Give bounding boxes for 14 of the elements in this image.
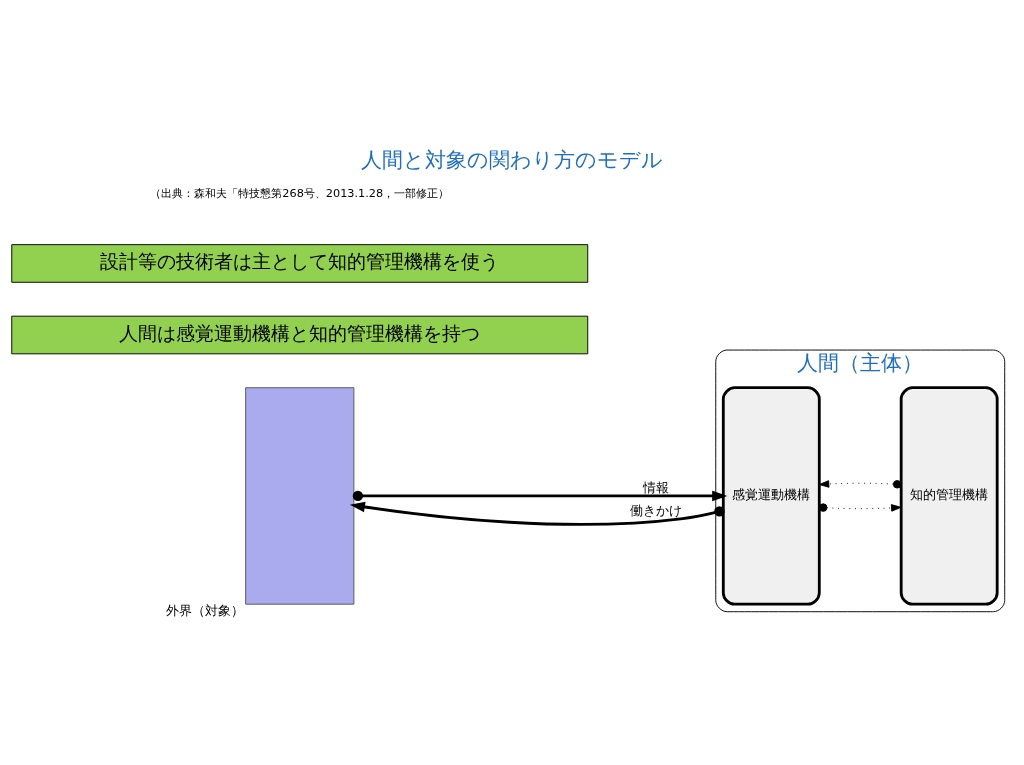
label: （出典：森和夫「特技懇第268号、2013.1.28，一部修正） (150, 186, 450, 200)
edge-label: 情報 (642, 479, 669, 495)
node-box: 設計等の技術者は主として知的管理機構を使う (11, 243, 589, 283)
node-box: 感覚運動機構 (721, 385, 821, 606)
arrow (352, 490, 728, 501)
node-label: 外界（対象） (166, 602, 245, 618)
node-box (245, 386, 355, 605)
node-box: 人間は感覚運動機構と知的管理機構を持つ (11, 315, 589, 354)
arrow (818, 502, 902, 512)
diagram-title: 人間と対象の関わり方のモデル (361, 147, 663, 172)
arrow (349, 501, 725, 526)
arrow (818, 479, 902, 489)
node-box: 知的管理機構 (899, 385, 999, 606)
edge-label: 働きかけ (629, 502, 682, 518)
